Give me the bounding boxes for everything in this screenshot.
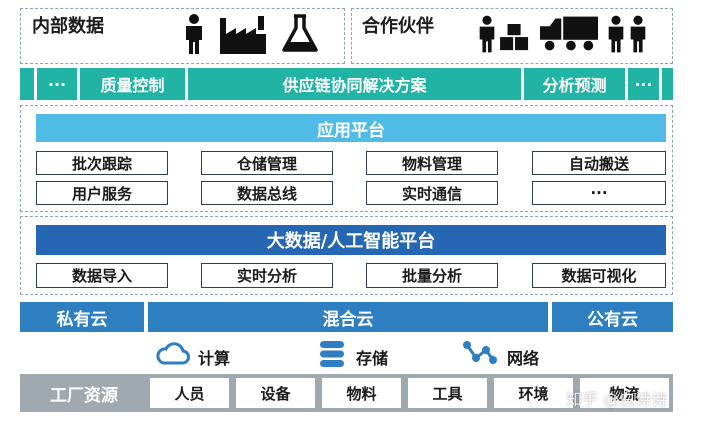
cloud-icon <box>156 342 190 365</box>
factory-item: 人员 <box>150 378 229 408</box>
app-item: 物料管理 <box>366 151 498 175</box>
bigdata-platform-panel <box>20 216 673 295</box>
factory-title: 工厂资源 <box>50 385 118 406</box>
bigdata-item: 数据可视化 <box>532 263 666 288</box>
network-icon <box>463 341 497 364</box>
resource-label: 存储 <box>356 349 389 368</box>
factory-item: 物流 <box>580 378 669 408</box>
app-platform-panel <box>20 105 673 212</box>
app-item: 自动搬送 <box>532 151 666 175</box>
workers-icon <box>608 15 646 53</box>
factory-item: 工具 <box>408 378 487 408</box>
app-item: 数据总线 <box>201 181 333 205</box>
app-item: 批次跟踪 <box>36 151 168 175</box>
worker-icon <box>186 14 202 54</box>
resource-label: 网络 <box>507 349 540 368</box>
partner-panel <box>351 8 673 64</box>
solution-ellipsis-right: ··· <box>628 68 662 100</box>
internal-data-title: 内部数据 <box>32 16 104 37</box>
app-item: 用户服务 <box>36 181 168 205</box>
factory-item: 设备 <box>236 378 315 408</box>
solution-ellipsis-left: ··· <box>34 68 80 100</box>
app-item: ··· <box>532 181 666 205</box>
database-icon <box>320 341 344 367</box>
worker-icon <box>479 15 495 53</box>
bigdata-item: 数据导入 <box>36 263 168 288</box>
private-cloud: 私有云 <box>20 302 144 332</box>
factory-icon <box>220 16 266 54</box>
resource-label: 计算 <box>198 349 231 368</box>
app-item: 仓储管理 <box>201 151 333 175</box>
internal-data-panel <box>20 8 345 64</box>
app-platform-title: 应用平台 <box>36 114 666 142</box>
factory-item: 物料 <box>322 378 401 408</box>
quality-control-label: 质量控制 <box>80 68 188 100</box>
hybrid-cloud: 混合云 <box>148 302 548 332</box>
bigdata-item: 批量分析 <box>366 263 498 288</box>
partner-title: 合作伙伴 <box>362 16 434 37</box>
factory-item: 环境 <box>494 378 573 408</box>
boxes-icon <box>500 24 529 51</box>
app-item: 实时通信 <box>366 181 498 205</box>
bigdata-platform-title: 大数据/人工智能平台 <box>36 225 666 255</box>
watermark: 知乎 @白诗诗 <box>566 390 668 409</box>
bigdata-item: 实时分析 <box>201 263 333 288</box>
solution-title: 供应链协同解决方案 <box>188 68 524 100</box>
truck-icon <box>540 16 598 51</box>
forecast-label: 分析预测 <box>524 68 628 100</box>
flask-icon <box>282 14 318 52</box>
public-cloud: 公有云 <box>552 302 673 332</box>
